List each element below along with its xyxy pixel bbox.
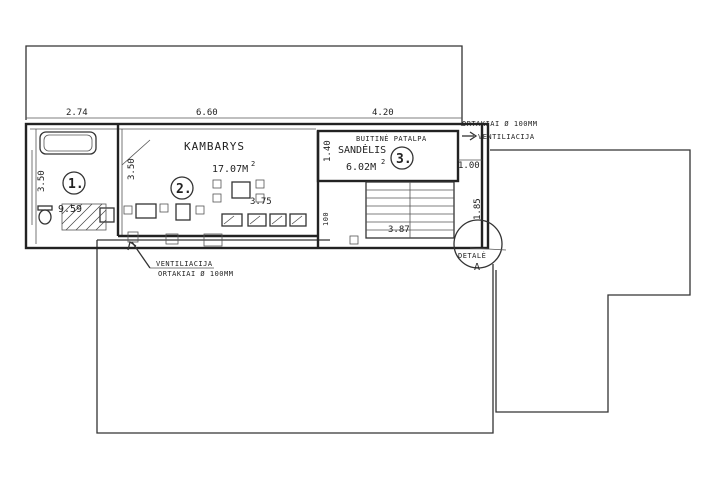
- room2-name: KAMBARYS: [184, 140, 245, 153]
- bathtub-inner: [43, 134, 93, 152]
- door-opening-left: [127, 231, 139, 243]
- dim-room2-width: 3.75: [250, 197, 272, 207]
- detail-leader: [469, 247, 507, 251]
- door-swing: [121, 139, 151, 166]
- detail-label: DETALĖ: [458, 251, 486, 260]
- room1-circle: [62, 171, 86, 195]
- room1-area: 9.59: [58, 204, 82, 215]
- vent-arrow-bottom-head: [127, 240, 137, 251]
- main-wall-outer: [24, 122, 490, 250]
- bathtub: [39, 131, 97, 155]
- door-opening-mid: [165, 233, 179, 245]
- outline-upper: [25, 45, 463, 126]
- vent-bottom-sub-label: ORTAKIAI Ø 100MM: [158, 270, 233, 278]
- vent-bottom-label: VENTILIACIJA: [156, 260, 213, 268]
- vent-right-top-label: ORTAKIAI Ø 100MM: [462, 120, 537, 128]
- dim-top-middle: 6.60: [196, 108, 218, 118]
- room3-name: SANDĖLIS: [338, 143, 386, 156]
- dim-sandelis-side: 1.40: [323, 140, 333, 162]
- room2-table: [231, 181, 251, 199]
- room2-cabinet: [135, 203, 157, 219]
- outline-lower: [96, 240, 494, 434]
- room2-bed: [175, 203, 191, 221]
- sandelis-box: [316, 129, 460, 183]
- room2-area-sup: 2: [251, 160, 256, 168]
- room2-area: 17.07M: [212, 164, 248, 175]
- window-row: [221, 213, 307, 227]
- room3-area-sup: 2: [381, 158, 386, 166]
- dim-stair-width: 3.87: [388, 225, 410, 235]
- sink: [99, 207, 115, 223]
- room2-circle: [170, 176, 194, 200]
- dim-stair-side: 100: [322, 212, 330, 226]
- room2-floor-tiles: [123, 179, 265, 215]
- door-opening-stair: [349, 235, 359, 245]
- detail-circle: [453, 219, 503, 269]
- vent-arrow-bottom: [131, 241, 151, 269]
- dim-top-right: 4.20: [372, 108, 394, 118]
- toilet: [38, 209, 52, 225]
- dim-room2-vertical: 3.50: [127, 158, 137, 180]
- toilet-tank: [37, 205, 53, 211]
- outline-right-wing: [490, 149, 691, 413]
- dim-right-vertical: 1.85: [473, 198, 483, 220]
- staircase: [365, 181, 455, 239]
- dim-left-vertical: 3.50: [37, 170, 47, 192]
- vent-arrow-right-head: [469, 131, 478, 141]
- room2-number: 2.: [176, 182, 192, 197]
- hatched-floor: [61, 203, 107, 231]
- buitine-label: BUITINĖ PATALPA: [356, 134, 427, 143]
- room3-number: 3.: [396, 152, 412, 167]
- room3-area: 6.02M: [346, 162, 376, 173]
- detail-letter: A: [474, 262, 480, 273]
- room1-number: 1.: [68, 177, 84, 192]
- dim-top-left: 2.74: [66, 108, 88, 118]
- vent-right-label: VENTILIACIJA: [478, 133, 535, 141]
- door-opening-right: [203, 233, 223, 247]
- room3-circle: [390, 146, 414, 170]
- dim-right-short: 1.00: [458, 161, 480, 171]
